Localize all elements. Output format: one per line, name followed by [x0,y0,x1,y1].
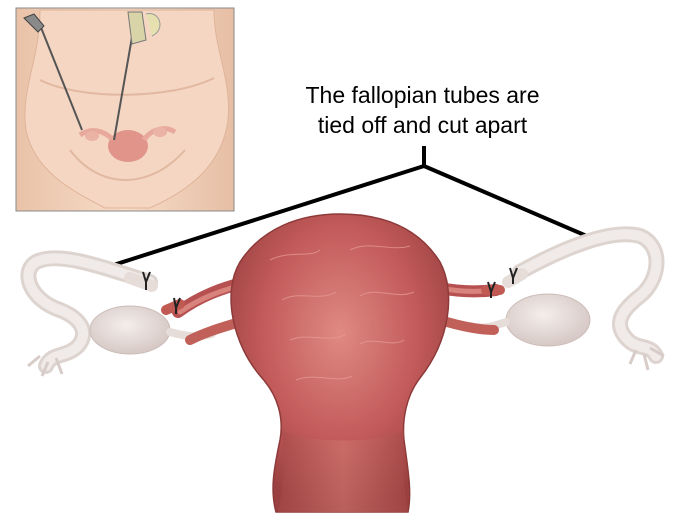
leader-left [103,164,425,270]
inset-laparoscopy-view [15,7,235,212]
caption: The fallopian tubes are tied off and cut… [250,80,595,140]
ligature-clip-icon [487,281,496,298]
left-cut-end [124,271,158,292]
laparoscope-icon [23,11,161,141]
caption-line-1: The fallopian tubes are [305,82,540,108]
leader-lines [103,146,604,270]
ligature-clip-icon [509,267,518,284]
left-fallopian-tube [20,250,216,377]
left-clip [161,297,185,315]
leader-right [423,164,604,245]
left-ovary [89,305,171,355]
right-fallopian-tube [466,226,665,371]
caption-line-2: tied off and cut apart [317,112,528,138]
ligature-clip-icon [142,271,151,290]
inset-uterus [108,130,148,162]
right-ovary [505,293,591,347]
right-cut-end [502,267,528,288]
ligature-clip-icon [173,297,181,314]
right-clip [481,281,505,298]
uterus [172,213,502,513]
